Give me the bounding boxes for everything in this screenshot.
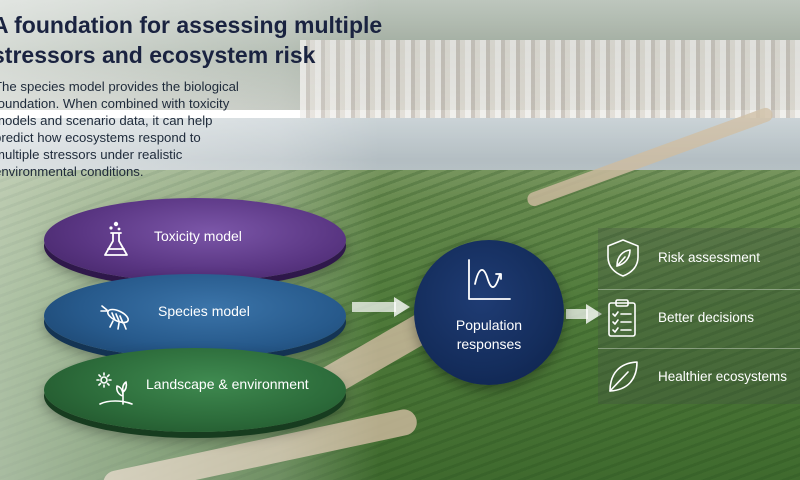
flask-icon [104, 221, 128, 256]
species-model-disk: Species model [44, 274, 346, 358]
description-line: foundation. When combined with toxicity [0, 96, 230, 111]
page-title: A foundation for assessing multiple stre… [0, 10, 412, 70]
insect-icon [100, 305, 129, 330]
species-model-label: Species model [158, 303, 250, 319]
outcome-label: Healthier ecosystems [658, 369, 788, 384]
population-responses-label: Population responses [414, 316, 564, 354]
description-line: environmental conditions. [0, 164, 144, 179]
population-label-line: responses [456, 336, 522, 352]
outcome-better-decisions: Better decisions [598, 289, 800, 346]
landscape-environment-disk: Landscape & environment [44, 348, 346, 432]
arrow-to-outcomes [566, 304, 602, 324]
description-line: predict how ecosystems respond to [0, 130, 201, 145]
clipboard-icon [608, 299, 636, 337]
landscape-environment-label: Landscape & environment [146, 376, 309, 392]
population-responses-circle: Population responses [414, 240, 564, 385]
outcome-label: Better decisions [658, 310, 755, 325]
population-label-line: Population [455, 317, 523, 333]
shield-leaf-icon [607, 239, 639, 277]
title-line: stressors and ecosystem risk [0, 42, 316, 68]
plant-icon [96, 372, 133, 405]
outcomes-panel: Risk assessment Better decisions Healthi… [598, 228, 800, 404]
top-veil [0, 0, 800, 200]
toxicity-model-disk: Toxicity model [44, 198, 346, 282]
line-graph-icon [468, 259, 511, 300]
description-line: The species model provides the biologica… [0, 79, 239, 94]
description-line: multiple stressors under realistic [0, 147, 183, 162]
toxicity-model-label: Toxicity model [154, 228, 242, 244]
leaf-icon [609, 361, 638, 392]
outcome-healthier-ecosystems: Healthier ecosystems [598, 348, 800, 405]
outcome-label: Risk assessment [658, 250, 761, 265]
arrow-to-population [352, 297, 412, 317]
outcome-risk-assessment: Risk assessment [598, 230, 800, 286]
title-line: A foundation for assessing multiple [0, 12, 383, 38]
description-line: models and scenario data, it can help [0, 113, 213, 128]
description: The species model provides the biologica… [0, 78, 294, 180]
